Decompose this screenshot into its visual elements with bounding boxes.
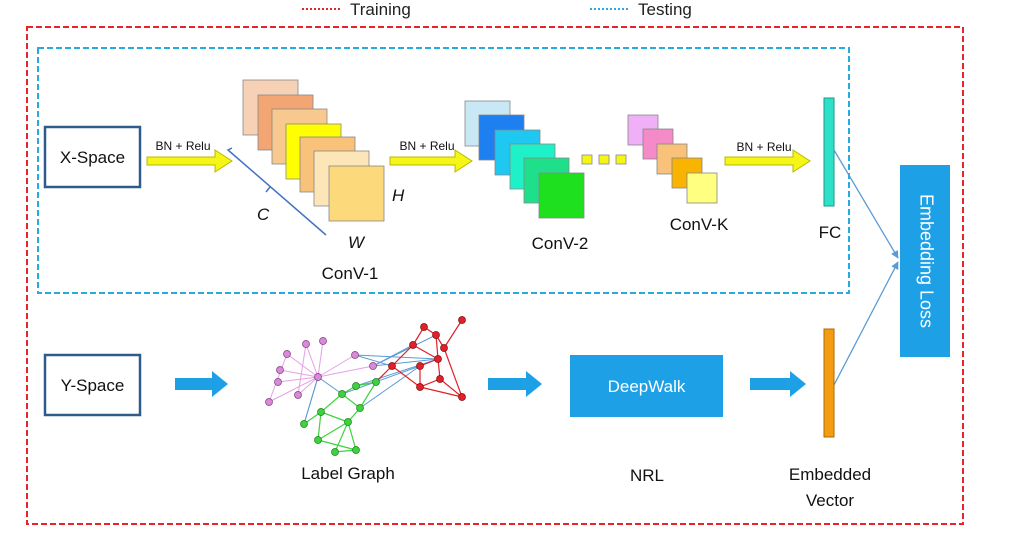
deepwalk-box: DeepWalk NRL [570, 355, 723, 485]
y-space-label: Y-Space [61, 376, 125, 395]
embedded-vector: Embedded Vector [789, 328, 871, 510]
x-space-label: X-Space [60, 148, 125, 167]
conv2-stack: ConV-2 [464, 100, 589, 253]
embedding-loss-label: Embedding Loss [916, 194, 936, 328]
training-region [26, 26, 964, 525]
conv2-label: ConV-2 [532, 234, 589, 253]
legend: Training Testing [302, 0, 692, 19]
bn-relu-arrow-3: BN + Relu [724, 140, 811, 173]
embedded-label-line2: Vector [806, 491, 855, 510]
dim-w-label: W [348, 233, 366, 252]
convk-stack: ConV-K [627, 114, 729, 234]
testing-legend-label: Testing [638, 0, 692, 19]
conv1-stack: C H W ConV-1 [226, 79, 405, 283]
label-graph-label: Label Graph [301, 464, 395, 483]
blue-arrow-3 [750, 371, 806, 397]
fc-layer: FC [819, 97, 842, 242]
conv1-label: ConV-1 [322, 264, 379, 283]
nrl-label: NRL [630, 466, 664, 485]
bn-relu-label-2: BN + Relu [399, 139, 454, 153]
ellipsis-squares [581, 154, 627, 165]
dim-c-label: C [257, 205, 270, 224]
deepwalk-label: DeepWalk [608, 377, 686, 396]
bn-relu-label-3: BN + Relu [736, 140, 791, 154]
embedded-label-line1: Embedded [789, 465, 871, 484]
label-graph: Label Graph [265, 316, 466, 483]
fc-label: FC [819, 223, 842, 242]
bn-relu-label-1: BN + Relu [155, 139, 210, 153]
testing-region [37, 47, 850, 294]
training-legend-label: Training [350, 0, 411, 19]
fc-to-loss-arrow [833, 149, 899, 259]
blue-arrow-1 [175, 371, 228, 397]
bn-relu-arrow-2: BN + Relu [389, 139, 473, 173]
bn-relu-arrow-1: BN + Relu [146, 139, 233, 173]
y-space-box: Y-Space [43, 353, 142, 417]
blue-arrow-2 [488, 371, 542, 397]
dim-h-label: H [392, 186, 405, 205]
convk-label: ConV-K [670, 215, 729, 234]
embedding-loss-box: Embedding Loss [900, 165, 950, 357]
vector-to-loss-arrow [833, 261, 899, 386]
x-space-box: X-Space [43, 125, 142, 189]
